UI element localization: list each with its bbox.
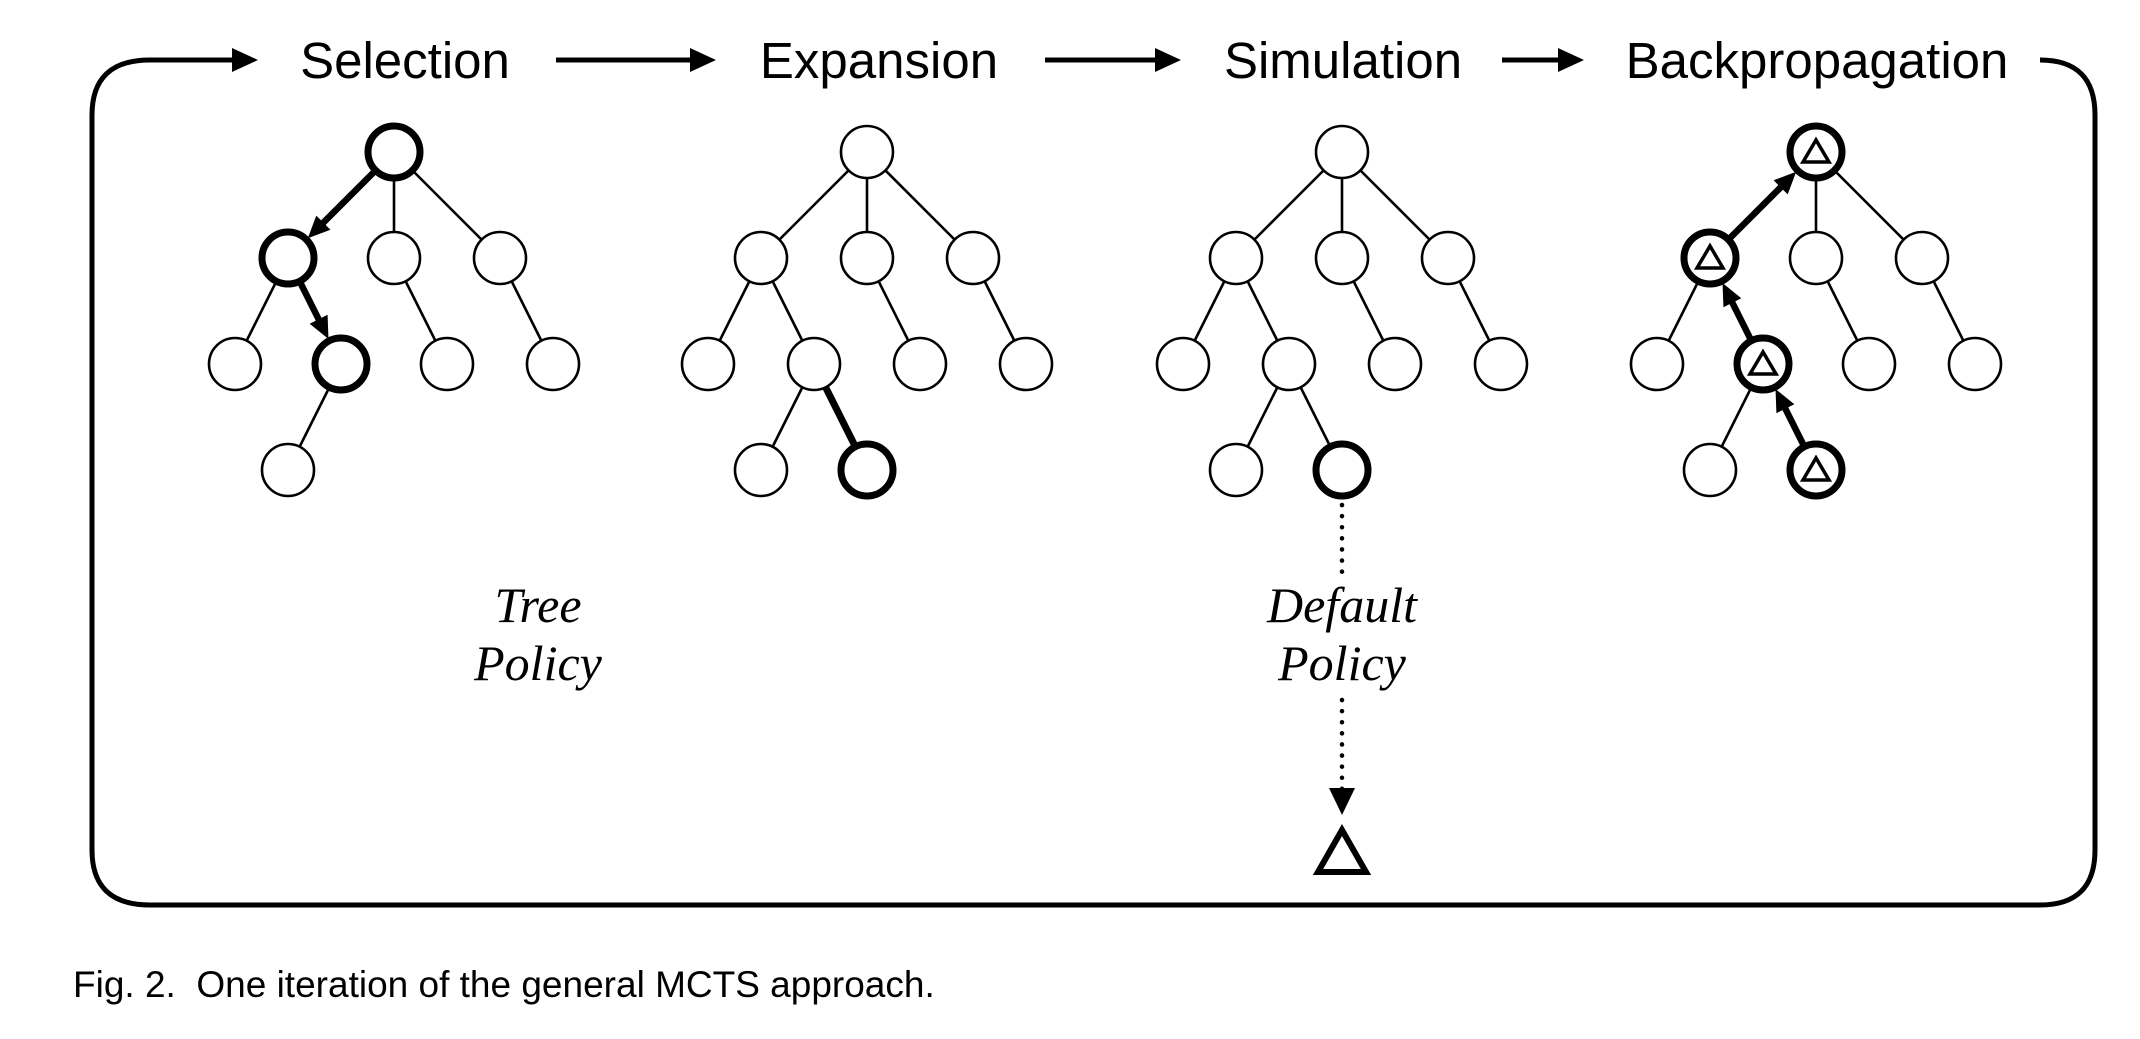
backpropagated-value-triangle-icon [1746,348,1780,376]
tree-node-highlighted [258,228,318,288]
tree-edge [1826,280,1859,342]
default-policy-label-line2: Policy [1277,635,1407,691]
tree-edge [298,386,331,448]
tree-edge [1352,280,1385,342]
tree-edge [1667,280,1700,342]
tree-node [839,124,895,180]
stage-label-simulation: Simulation [1224,32,1462,89]
tree-node [1420,230,1476,286]
tree-node [680,336,736,392]
rollout-arrowhead [1329,788,1355,815]
stage-label-backpropagation: Backpropagation [1626,32,2009,89]
backpropagated-value-triangle-icon [1799,454,1833,482]
tree-node [1314,124,1370,180]
tree-node [1788,230,1844,286]
stage-arrows [556,48,1584,72]
tree-edge [411,169,483,241]
tree-expansion [680,124,1054,500]
tree-node [1841,336,1897,392]
tree-node [733,230,789,286]
tree-node [472,230,528,286]
tree-node [733,442,789,498]
tree-policy-arrow [319,170,376,227]
tree-selection [207,122,581,498]
stage-label-expansion: Expansion [760,32,998,89]
tree-edge [1720,386,1753,448]
tree-policy-arrowhead [1773,171,1797,195]
tree-policy-arrowhead [307,215,331,239]
tree-node [1473,336,1529,392]
tree-node [366,230,422,286]
tree-edge [1833,169,1905,241]
tree-edge [771,386,804,448]
tree-policy-label-line2: Policy [473,635,603,691]
tree-node-highlighted [364,122,424,182]
tree-policy-arrowhead [1722,283,1742,308]
tree-policy-arrow [1781,405,1806,446]
tree-policy-arrowhead [1775,389,1795,414]
tree-node [892,336,948,392]
tree-node [1682,442,1738,498]
tree-node [1367,336,1423,392]
terminal-state-triangle-icon [1312,823,1372,875]
tree-node-highlighted [311,334,371,394]
tree-node [786,336,842,392]
tree-node [1894,230,1950,286]
tree-node [839,230,895,286]
tree-node [525,336,581,392]
tree-policy-arrow [298,282,323,323]
tree-node [207,336,263,392]
tree-node [998,336,1054,392]
tree-node-highlighted [1786,440,1846,500]
tree-node [945,230,1001,286]
tree-backpropagation [1629,122,2003,500]
tree-simulation [1155,124,1529,500]
tree-node [1208,442,1264,498]
tree-policy-arrowhead [309,314,329,339]
loop-entry-arrowhead [232,48,258,72]
tree-edge [877,280,910,342]
tree-node-highlighted [1786,122,1846,182]
tree-edge [1253,169,1325,241]
tree-node [1629,336,1685,392]
tree-edge [1359,169,1431,241]
tree-edge [404,280,437,342]
expanded-tree-edge [822,385,859,449]
tree-edge [1246,280,1279,342]
stage-label-selection: Selection [300,32,510,89]
tree-policy-arrow [1728,299,1753,340]
tree-policy-label-line1: Tree [494,577,581,633]
default-policy-label-line1: Default [1266,577,1418,633]
tree-node-highlighted [1312,440,1372,500]
tree-edge [771,280,804,342]
tree-node [1208,230,1264,286]
backpropagated-value-triangle-icon [1693,242,1727,270]
tree-edge [1299,386,1332,448]
tree-edge [245,280,278,342]
tree-edge [983,280,1016,342]
tree-node-highlighted [1680,228,1740,288]
iteration-loop-frame [89,57,2098,908]
tree-edge [1246,386,1279,448]
tree-edge [884,169,956,241]
tree-node-highlighted [837,440,897,500]
tree-node [419,336,475,392]
tree-node-highlighted [1733,334,1793,394]
tree-edge [778,169,850,241]
tree-edge [1458,280,1491,342]
tree-node [1155,336,1211,392]
tree-edge [510,280,543,342]
tree-node [1947,336,2003,392]
tree-edge [1193,280,1226,342]
figure-caption: Fig. 2. One iteration of the general MCT… [73,964,935,1005]
tree-edge [1932,280,1965,342]
backpropagated-value-triangle-icon [1799,136,1833,164]
tree-node [260,442,316,498]
tree-policy-arrow [1728,183,1785,240]
tree-node [1314,230,1370,286]
tree-edge [718,280,751,342]
tree-node [1261,336,1317,392]
